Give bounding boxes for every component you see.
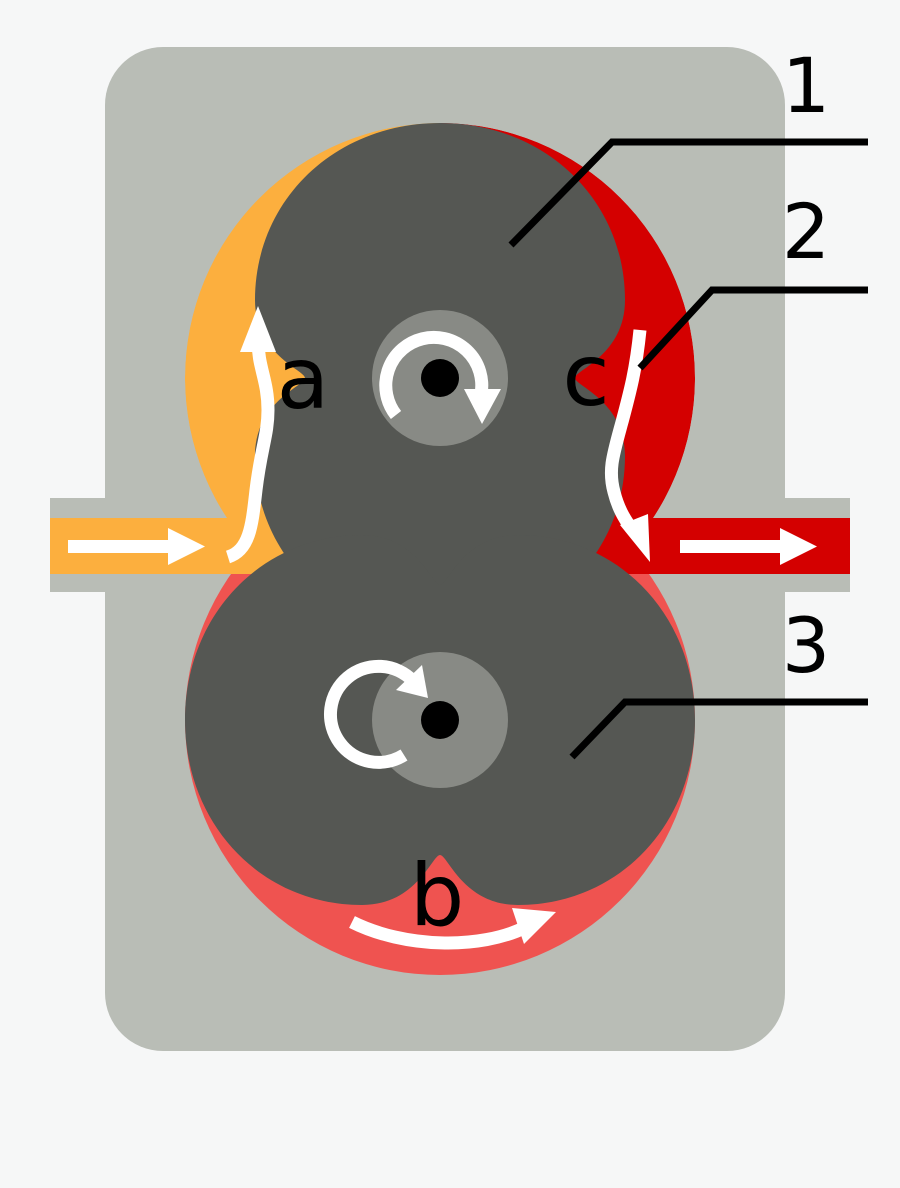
callout-1-leader <box>508 138 868 248</box>
inlet-curved-arrow-icon <box>225 306 276 564</box>
upper-shaft-center-icon <box>421 359 459 397</box>
lower-rotation-arrowhead-icon <box>396 665 428 698</box>
upper-rotation-arc-icon <box>379 330 489 419</box>
zone-label-b: b <box>410 846 465 946</box>
inlet-arrow-shaft <box>68 540 186 553</box>
zone-a-flow-path <box>225 339 275 564</box>
lower-rotation-arc-icon <box>323 659 418 769</box>
outlet-straight-arrow-icon <box>680 528 817 565</box>
callout-label-2: 2 <box>782 187 830 276</box>
zone-label-c: c <box>562 326 609 426</box>
upper-rotation-arrowhead-icon <box>464 389 501 424</box>
lower-transport-arrow-icon <box>349 908 556 950</box>
zone-label-a: a <box>277 329 330 429</box>
outlet-arrow-shaft <box>680 540 798 553</box>
outlet-arrow-head <box>780 528 817 565</box>
inlet-straight-arrow-icon <box>68 528 205 565</box>
callout-3-leader <box>569 698 868 760</box>
inlet-arrow-head <box>168 528 205 565</box>
outlet-curved-arrow-icon <box>604 329 650 562</box>
callout-2-leader <box>637 286 868 371</box>
lower-rotor-hub <box>323 652 508 788</box>
callout-label-3: 3 <box>782 601 830 690</box>
upper-rotor-hub <box>372 310 508 446</box>
zone-a-flow-arrowhead <box>240 306 276 352</box>
zone-c-flow-path <box>604 329 647 532</box>
lower-shaft-center-icon <box>421 701 459 739</box>
zone-b-flow-arrowhead <box>512 908 556 944</box>
callout-label-1: 1 <box>782 41 830 130</box>
zone-c-flow-arrowhead <box>620 514 650 562</box>
zone-b-flow-path <box>349 916 529 950</box>
